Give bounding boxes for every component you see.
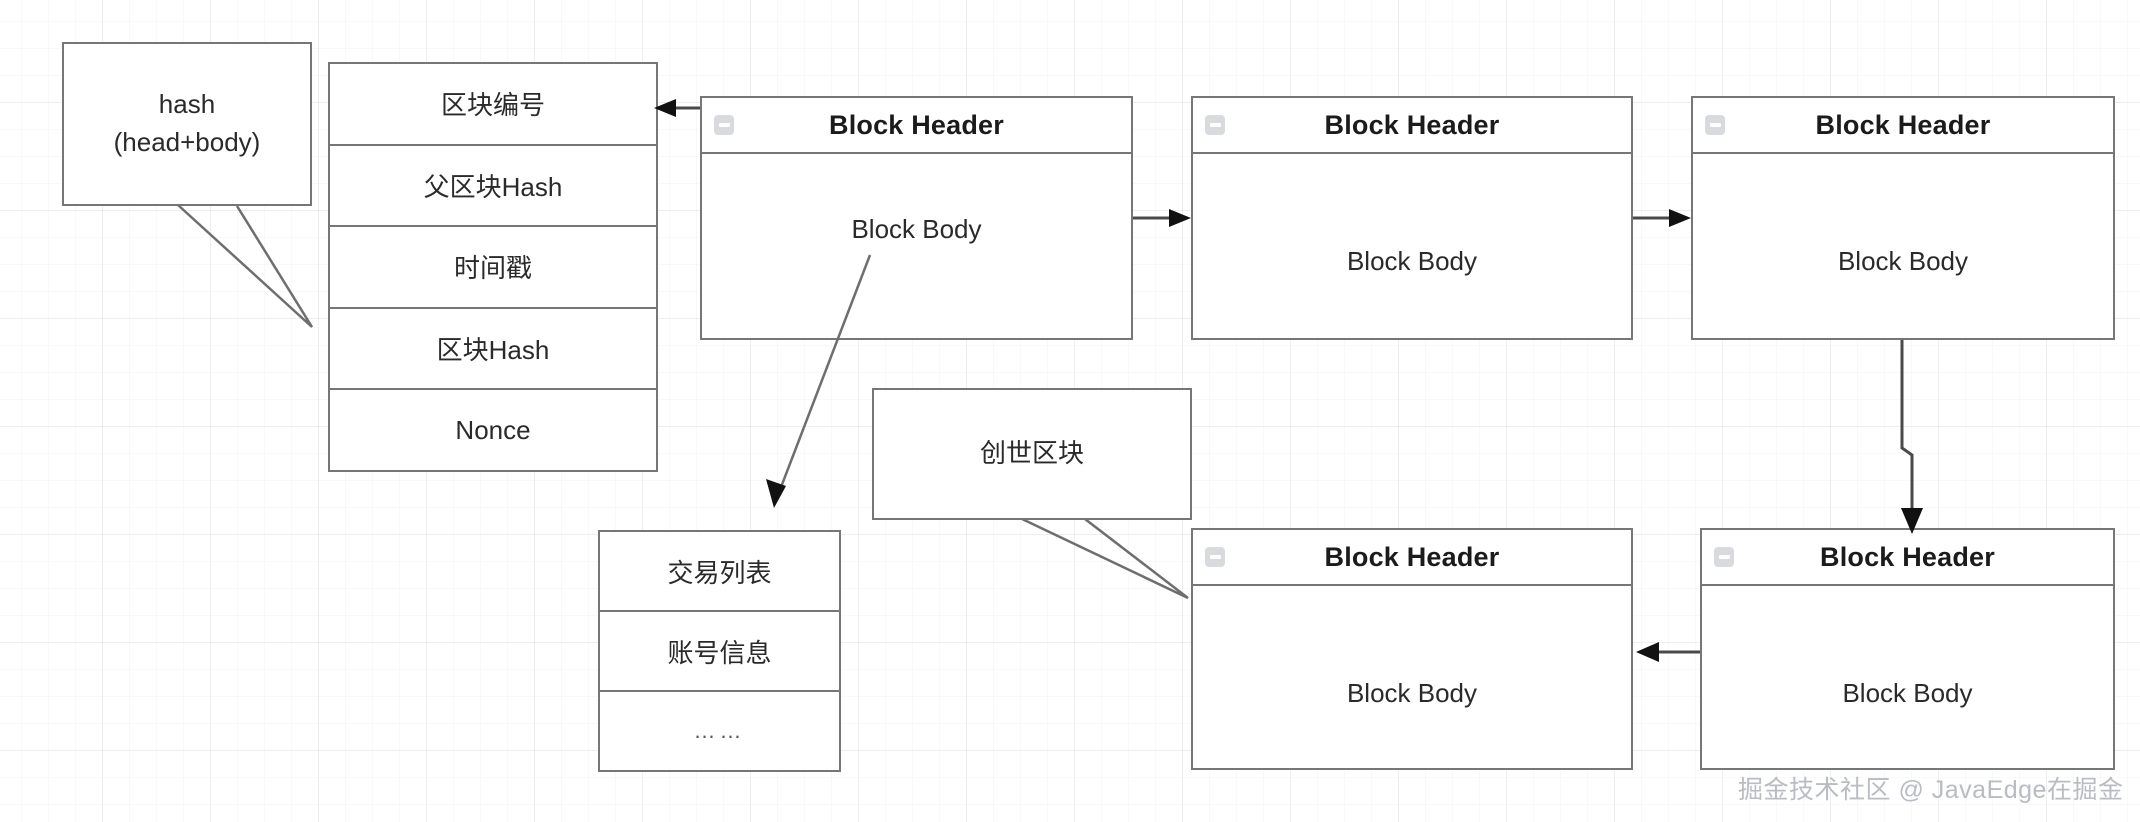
collapse-minus-icon[interactable] [1705,115,1725,135]
block-body-field-table: 交易列表 账号信息 …… [598,530,841,772]
block-3-header[interactable]: Block Header [1693,98,2113,154]
block1-to-block2-arrowhead [1169,209,1191,227]
block-1-body: Block Body [702,154,1131,338]
block-card-2[interactable]: Block Header Block Body [1191,96,1633,340]
collapse-minus-icon[interactable] [1205,115,1225,135]
field-row-transaction-list: 交易列表 [600,532,839,612]
hash-callout-line2: (head+body) [113,127,261,157]
block-5-body-label: Block Body [1842,678,1973,708]
block-2-header[interactable]: Block Header [1193,98,1631,154]
block3-to-block5-line [1900,340,1914,522]
field-row-block-hash: 区块Hash [330,309,656,391]
block-3-body: Block Body [1693,154,2113,338]
hash-callout-tail [177,204,314,328]
block-4-header-label: Block Header [1324,541,1500,572]
block-2-body-label: Block Body [1346,246,1478,276]
field-row-parent-hash: 父区块Hash [330,146,656,228]
genesis-callout: 创世区块 [872,388,1192,520]
block-4-body-label: Block Body [1346,678,1478,708]
block-3-body-label: Block Body [1837,246,1969,276]
collapse-minus-icon[interactable] [1714,547,1734,567]
block-2-body: Block Body [1193,154,1631,338]
block5-to-block4-arrowhead [1636,642,1659,662]
block-2-header-label: Block Header [1324,109,1500,140]
block1-body-to-txtable-arrowhead [766,479,786,508]
hash-callout: hash (head+body) [62,42,312,206]
genesis-callout-label: 创世区块 [979,438,1084,469]
field-row-ellipsis: …… [693,718,746,743]
block-1-header[interactable]: Block Header [702,98,1131,154]
field-row-block-number: 区块编号 [330,64,656,146]
block-4-header[interactable]: Block Header [1193,530,1631,586]
block-1-header-label: Block Header [829,109,1004,140]
block-5-body: Block Body [1702,586,2113,768]
block2-to-block3-arrowhead [1669,209,1691,227]
block-card-5[interactable]: Block Header Block Body [1700,528,2115,770]
field-row-nonce: Nonce [455,414,531,445]
block-header-field-table: 区块编号 父区块Hash 时间戳 区块Hash Nonce [328,62,658,472]
block-card-3[interactable]: Block Header Block Body [1691,96,2115,340]
field-row-timestamp: 时间戳 [330,227,656,309]
block-card-1[interactable]: Block Header Block Body [700,96,1133,340]
collapse-minus-icon[interactable] [714,115,734,135]
block-5-header[interactable]: Block Header [1702,530,2113,586]
block-card-4[interactable]: Block Header Block Body [1191,528,1633,770]
collapse-minus-icon[interactable] [1205,547,1225,567]
block-5-header-label: Block Header [1820,541,1995,572]
block-1-body-label: Block Body [851,214,982,244]
genesis-callout-tail [1019,516,1189,600]
watermark: 掘金技术社区 @ JavaEdge在掘金 [1738,776,2124,804]
block-4-body: Block Body [1193,586,1631,768]
hash-callout-line1: hash [158,89,216,120]
field-row-account-info: 账号信息 [600,612,839,692]
block-3-header-label: Block Header [1815,109,1991,140]
